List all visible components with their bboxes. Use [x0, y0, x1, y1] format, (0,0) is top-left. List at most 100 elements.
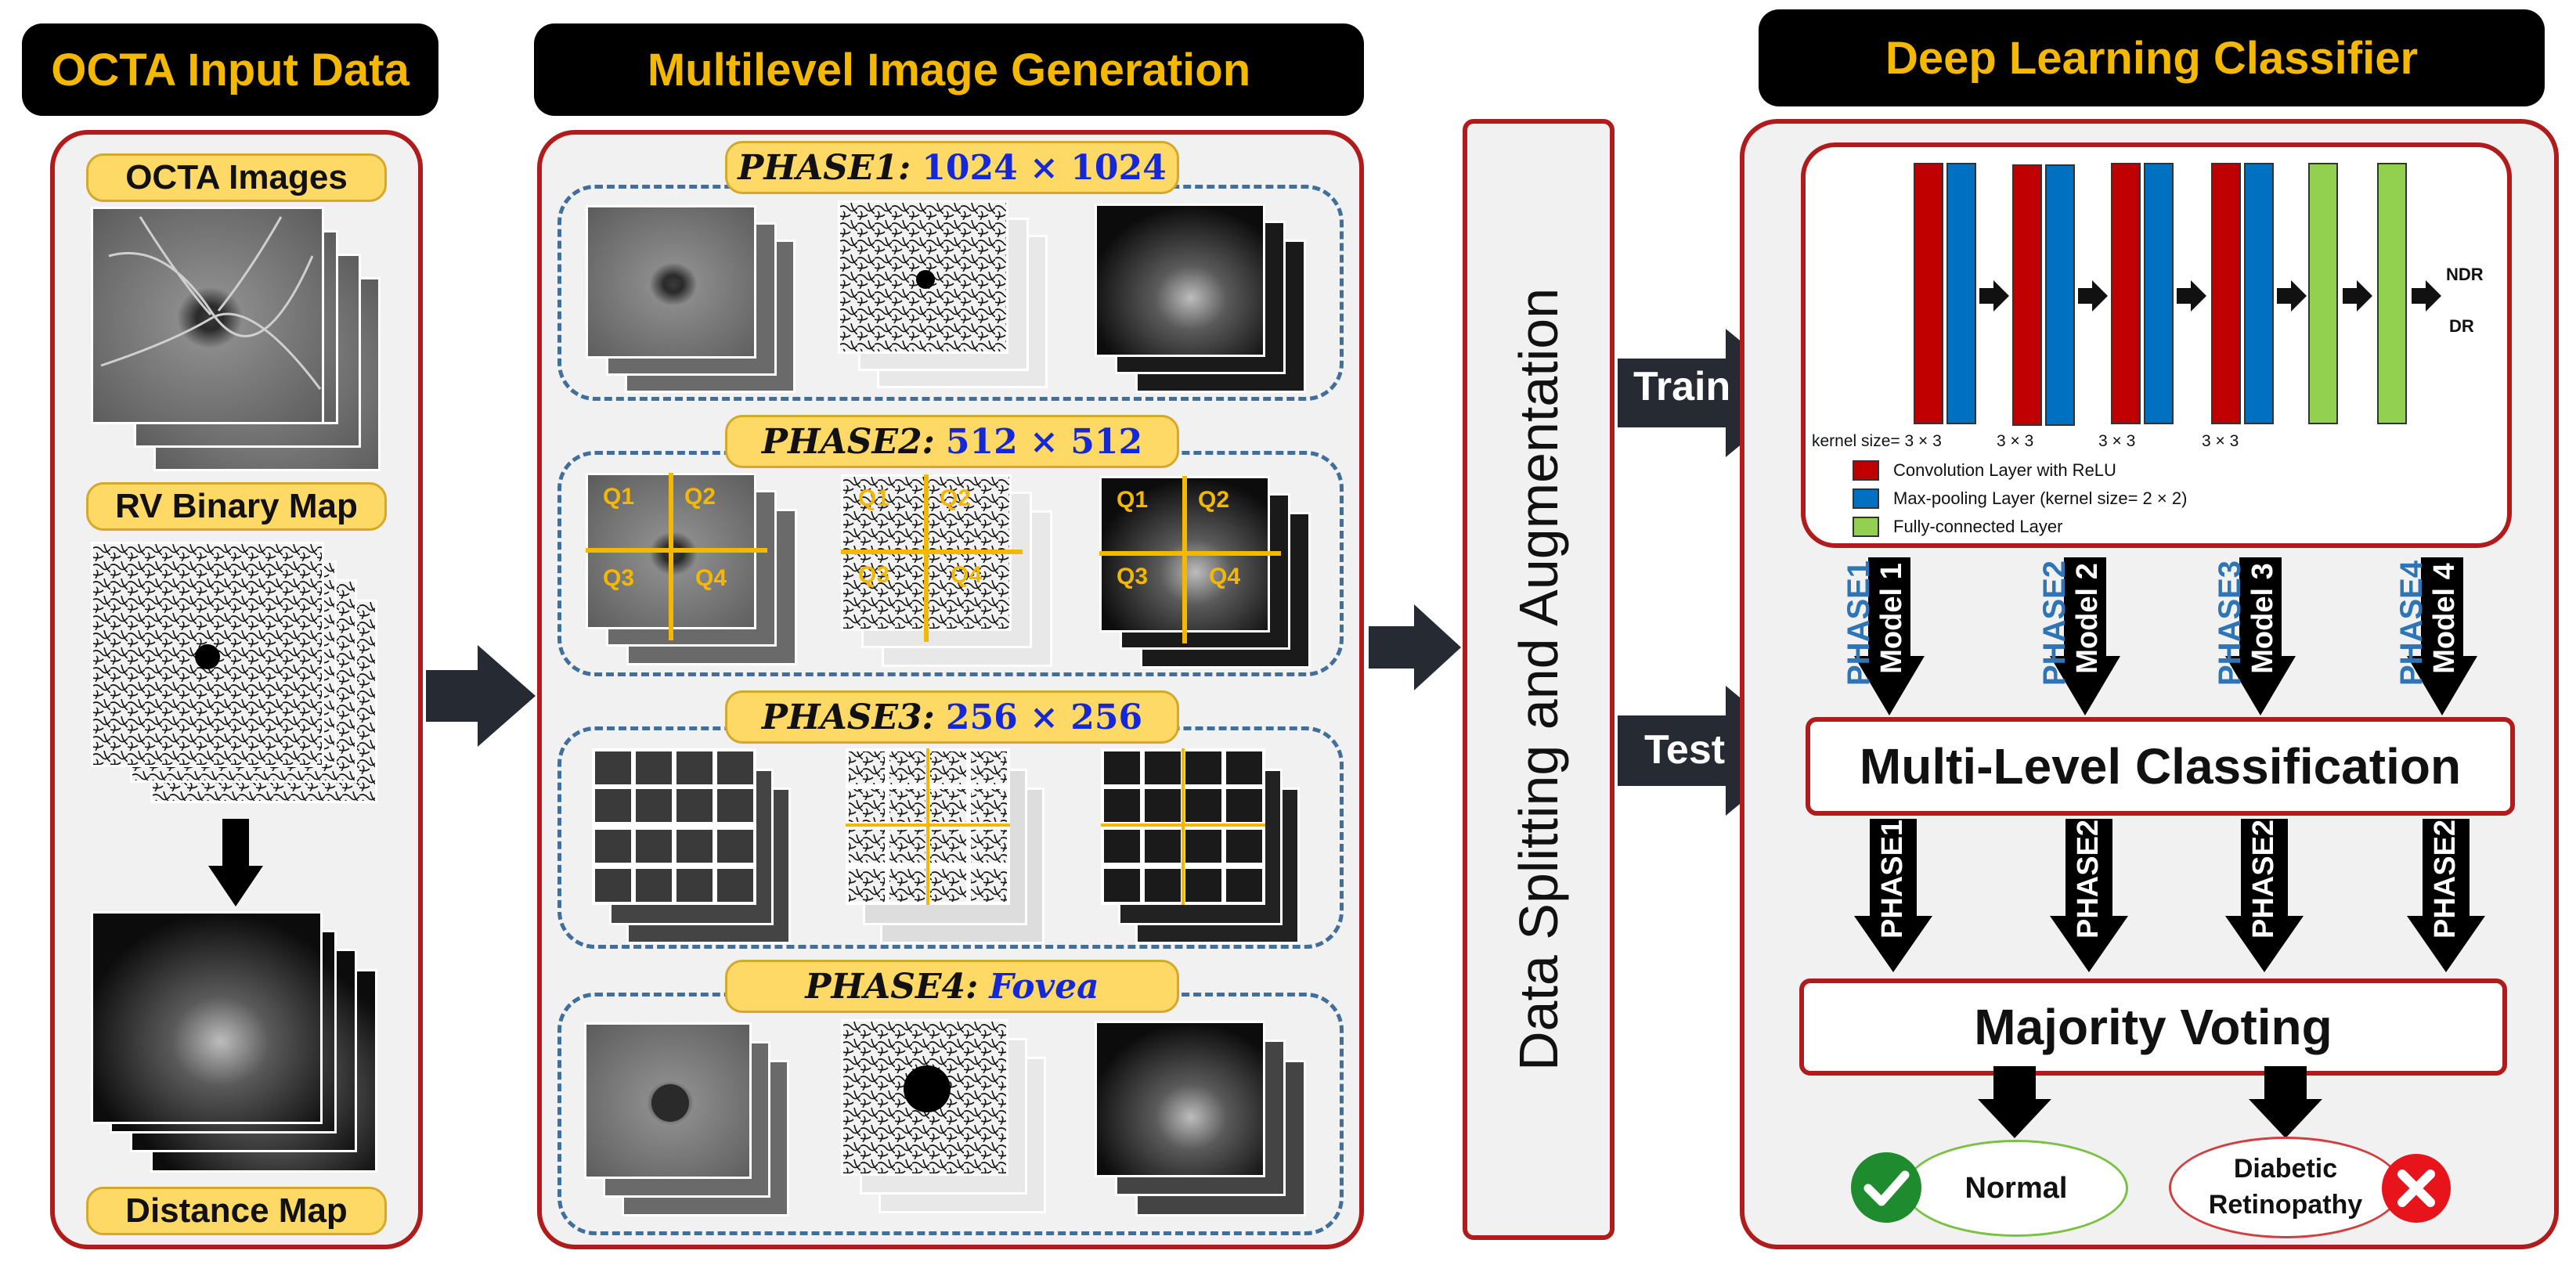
- phase1-octa-stack: [586, 205, 797, 399]
- small-arrow-icon: [2412, 280, 2441, 312]
- distance-map-stack: [91, 911, 381, 1177]
- model2-arrow-icon: [2050, 557, 2120, 715]
- binary-map-front: [91, 542, 324, 767]
- octa-images-label: OCTA Images: [86, 153, 387, 202]
- conv-layer: [2012, 164, 2042, 426]
- phase1-name: PHASE1:: [738, 147, 911, 188]
- legend-conv: Convolution Layer with ReLU: [1853, 460, 2116, 481]
- conv-layer: [1914, 163, 1943, 424]
- phase4-distance-stack: [1095, 1021, 1314, 1221]
- fc-layer: [2377, 163, 2407, 424]
- maxpool-layer: [2244, 163, 2274, 424]
- multi-level-classification-box: Multi-Level Classification: [1806, 717, 2515, 816]
- conv-layer: [2111, 163, 2141, 424]
- dr-label-line2: Retinopathy: [2208, 1190, 2363, 1220]
- small-arrow-icon: [2277, 280, 2307, 312]
- octa-image-front: [91, 207, 324, 424]
- legend-label: Max-pooling Layer (kernel size= 2 × 2): [1893, 488, 2188, 508]
- phase1-distance-stack: [1095, 204, 1314, 401]
- phase4-value: Fovea: [989, 966, 1099, 1007]
- small-arrow-icon: [2177, 280, 2206, 312]
- model1-label: Model 1: [1875, 563, 1908, 674]
- cross-icon: [2382, 1154, 2451, 1223]
- phase3-binary-grid: [846, 748, 1010, 905]
- quadrant-q2: Q2: [940, 485, 972, 511]
- normal-result: Normal: [1904, 1140, 2128, 1237]
- phase3-label: PHASE3:256 × 256: [725, 690, 1179, 744]
- model3-label: Model 3: [2246, 563, 2279, 674]
- phase3-distance-grid: [1101, 748, 1265, 905]
- quadrant-q3: Q3: [858, 562, 890, 588]
- phase4-octa-stack: [584, 1022, 796, 1218]
- phase4-label: PHASE4:Fovea: [725, 960, 1179, 1013]
- phase4-binary-image: [841, 1019, 1008, 1176]
- data-splitting-label: Data Splitting and Augmentation: [1508, 287, 1569, 1071]
- majority-voting-box: Majority Voting: [1799, 978, 2507, 1076]
- kernel-size-label: 3 × 3: [2098, 432, 2136, 450]
- phase-output-arrow-icon: [2050, 819, 2128, 972]
- phase-output-label: PHASE2: [2429, 819, 2462, 939]
- header-classifier: Deep Learning Classifier: [1759, 9, 2545, 106]
- phase-output-arrow-icon: [2225, 819, 2304, 972]
- model2-phase-label: PHASE2: [2037, 560, 2072, 686]
- phase3-name: PHASE3:: [761, 697, 935, 737]
- small-arrow-icon: [1979, 280, 2009, 312]
- legend-swatch: [1853, 460, 1879, 481]
- phase1-label: PHASE1:1024 × 1024: [725, 141, 1179, 194]
- phase3-binary-stack: [846, 748, 1044, 944]
- quadrant-q3: Q3: [1117, 564, 1149, 589]
- arrow-right-icon: [1369, 604, 1461, 690]
- phase-output-arrow-icon: [2407, 819, 2485, 972]
- output-ndr: NDR: [2446, 265, 2484, 284]
- fc-layer: [2308, 163, 2338, 424]
- quadrant-q4: Q4: [695, 565, 727, 591]
- rv-binary-map-stack: [91, 542, 381, 808]
- dr-label-line1: Diabetic: [2233, 1154, 2338, 1184]
- phase-output-label: PHASE1: [1876, 819, 1909, 939]
- model3-arrow-icon: [2225, 557, 2296, 715]
- quadrant-q3: Q3: [603, 565, 635, 591]
- maxpool-layer: [1946, 163, 1976, 424]
- arrow-right-icon: [426, 645, 536, 747]
- result-arrow-icon: [2249, 1066, 2322, 1138]
- quadrant-q4: Q4: [1209, 564, 1241, 589]
- maxpool-layer: [2144, 163, 2174, 424]
- quadrant-q1: Q1: [1117, 487, 1149, 513]
- header-octa-input: OCTA Input Data: [22, 23, 438, 116]
- legend-maxpool: Max-pooling Layer (kernel size= 2 × 2): [1853, 488, 2187, 509]
- model4-phase-label: PHASE4: [2394, 560, 2429, 686]
- phase3-octa-stack: [592, 748, 791, 944]
- kernel-size-label: 3 × 3: [2202, 432, 2239, 450]
- phase2-binary-stack: Q1 Q2 Q3 Q4: [841, 474, 1052, 675]
- model1-phase-label: PHASE1: [1842, 560, 1876, 686]
- phase-output-label: PHASE2: [2072, 819, 2105, 939]
- phase3-distance-stack: [1101, 748, 1300, 944]
- train-label: Train: [1633, 364, 1731, 409]
- phase4-octa-image: [584, 1022, 752, 1179]
- rv-binary-map-label: RV Binary Map: [86, 482, 387, 531]
- header-multilevel: Multilevel Image Generation: [534, 23, 1364, 116]
- output-dr: DR: [2449, 316, 2474, 336]
- phase1-binary-image: [838, 200, 1008, 354]
- maxpool-layer: [2045, 164, 2075, 426]
- phase4-binary-stack: [841, 1019, 1052, 1218]
- distance-map-label: Distance Map: [86, 1187, 387, 1235]
- test-label: Test: [1644, 727, 1726, 773]
- legend-swatch: [1853, 488, 1879, 509]
- phase-output-arrow-icon: [1854, 819, 1932, 972]
- phase2-label: PHASE2:512 × 512: [725, 415, 1179, 468]
- phase2-name: PHASE2:: [761, 421, 935, 462]
- model4-label: Model 4: [2428, 563, 2461, 674]
- kernel-size-label: 3 × 3: [1997, 432, 2034, 450]
- phase2-octa-stack: Q1 Q2 Q3 Q4: [586, 473, 797, 673]
- phase1-distance-image: [1095, 204, 1265, 357]
- check-icon: [1851, 1152, 1921, 1223]
- model4-arrow-icon: [2407, 557, 2477, 715]
- legend-swatch: [1853, 517, 1879, 537]
- dr-result: Diabetic Retinopathy: [2169, 1137, 2402, 1238]
- phase1-binary-stack: [838, 200, 1049, 395]
- legend-fc: Fully-connected Layer: [1853, 517, 2062, 537]
- kernel-size-label: kernel size= 3 × 3: [1812, 432, 1942, 450]
- model3-phase-label: PHASE3: [2213, 560, 2247, 686]
- result-arrow-icon: [1978, 1066, 2051, 1138]
